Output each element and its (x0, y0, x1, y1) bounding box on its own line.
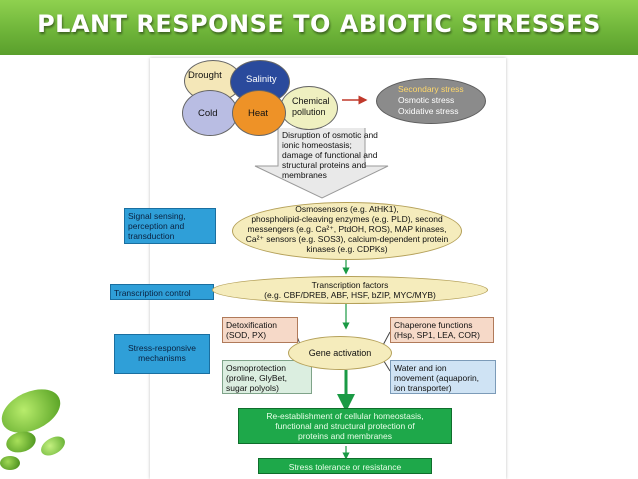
gene-activation-ellipse (288, 336, 392, 370)
chaperone-line: Chaperone functions (394, 320, 473, 330)
chemical-label-2: pollution (292, 107, 326, 117)
signal-text-line: kinases (e.g. CDPKs) (306, 244, 388, 254)
gene-activation-text: Gene activation (308, 348, 372, 358)
chaperone-box: Chaperone functions (Hsp, SP1, LEA, COR) (390, 317, 494, 343)
water-ion-box: Water and ion movement (aquaporin, ion t… (390, 360, 496, 394)
funnel-arrow (254, 128, 389, 199)
reestablish-line: proteins and membranes (297, 431, 393, 441)
signal-label-line: transduction (128, 231, 175, 241)
osmo-line: Osmoprotection (226, 363, 286, 373)
disruption-line: ionic homeostasis; (282, 140, 352, 150)
disruption-line: Disruption of osmotic and (282, 130, 378, 140)
secondary-stress-title: Secondary stress (398, 84, 464, 94)
water-line: Water and ion (394, 363, 447, 373)
disruption-line: damage of functional and (282, 150, 378, 160)
transcription-text-line: Transcription factors (311, 280, 389, 290)
transcription-text-line: (e.g. CBF/DREB, ABF, HSF, bZIP, MYC/MYB) (264, 290, 436, 300)
salinity-label: Salinity (246, 74, 277, 85)
disruption-line: membranes (282, 170, 327, 180)
chaperone-line: (Hsp, SP1, LEA, COR) (394, 330, 480, 340)
reestablishment-box: Re-establishment of cellular homeostasis… (238, 408, 452, 444)
cold-circle (182, 90, 238, 136)
osmoprotection-box: Osmoprotection (proline, GlyBet, sugar p… (222, 360, 312, 394)
detoxification-box: Detoxification (SOD, PX) (222, 317, 298, 343)
transcription-control-label: Transcription control (110, 284, 214, 300)
detox-line: (SOD, PX) (226, 330, 267, 340)
slide-title: PLANT RESPONSE TO ABIOTIC STRESSES (37, 10, 601, 38)
detox-line: Detoxification (226, 320, 278, 330)
cold-label: Cold (198, 108, 218, 119)
disruption-line: structural proteins and (282, 160, 367, 170)
leaf-decoration-4 (0, 456, 20, 470)
chemical-label-1: Chemical (292, 96, 330, 106)
stress-response-diagram: Drought Salinity Cold Heat Chemical poll… (110, 58, 506, 479)
disruption-text: Disruption of osmotic and ionic homeosta… (282, 130, 378, 180)
leaf-decoration-1 (0, 380, 68, 442)
heat-label: Heat (248, 108, 269, 119)
oxidative-stress-text: Oxidative stress (398, 106, 459, 116)
secondary-stress-ellipse (376, 78, 486, 124)
signal-sensing-label: Signal sensing, perception and transduct… (124, 208, 216, 244)
osmotic-stress-text: Osmotic stress (398, 95, 455, 105)
leaf-decoration-2 (3, 428, 39, 456)
stress-tolerance-box: Stress tolerance or resistance (258, 458, 432, 474)
leaf-decoration-3 (37, 432, 69, 460)
reestablish-line: functional and structural protection of (275, 421, 415, 431)
signal-text-line: phospholipid-cleaving enzymes (e.g. PLD)… (251, 214, 443, 224)
reestablish-line: Re-establishment of cellular homeostasis… (266, 411, 424, 421)
water-line: ion transporter) (394, 383, 452, 393)
signal-text-line: messengers (e.g. Ca²⁺, PtdOH, ROS), MAP … (247, 224, 447, 234)
title-banner: PLANT RESPONSE TO ABIOTIC STRESSES (0, 0, 638, 55)
signal-label-line: Signal sensing, (128, 211, 186, 221)
connector-arrows (254, 95, 391, 460)
water-line: movement (aquaporin, (394, 373, 480, 383)
mechanisms-label-line: Stress-responsive (127, 343, 197, 353)
heat-circle (232, 90, 286, 136)
signal-text-line: Ca²⁺ sensors (e.g. SOS3), calcium-depend… (245, 234, 449, 244)
signal-text-line: Osmosensors (e.g. AtHK1), (295, 204, 399, 214)
drought-label: Drought (188, 70, 222, 81)
signal-ellipse (232, 202, 462, 260)
signal-text: Osmosensors (e.g. AtHK1), phospholipid-c… (232, 204, 462, 254)
mechanisms-label: Stress-responsive mechanisms (114, 334, 210, 374)
signal-label-line: perception and (128, 221, 185, 231)
transcription-text: Transcription factors (e.g. CBF/DREB, AB… (212, 280, 488, 300)
mechanisms-label-line: mechanisms (138, 353, 186, 363)
osmo-line: sugar polyols) (226, 383, 279, 393)
transcription-ellipse (212, 276, 488, 304)
osmo-line: (proline, GlyBet, (226, 373, 287, 383)
